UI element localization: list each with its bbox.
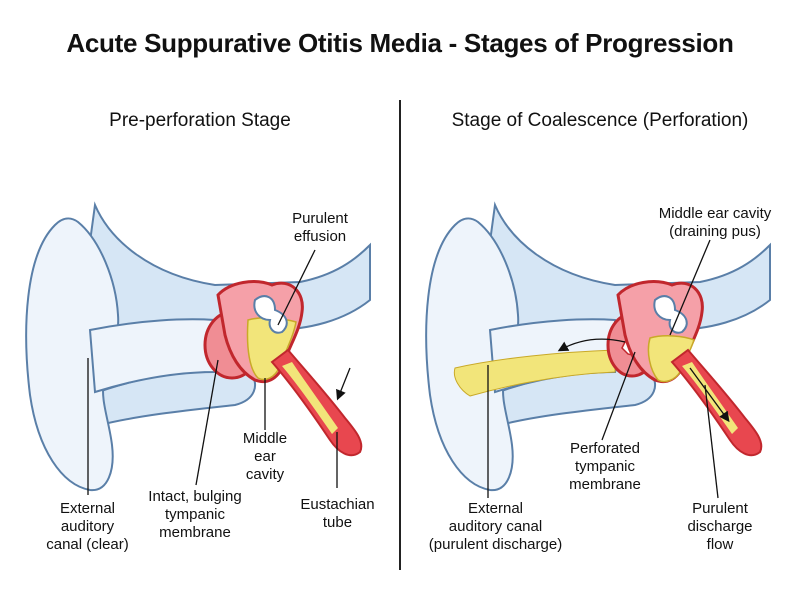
leader-discharge-flow — [704, 384, 719, 499]
label-tympanic-membrane: Intact, bulging tympanic membrane — [148, 488, 242, 541]
label-right-middle-ear-cavity: Middle ear cavity (draining pus) — [658, 205, 772, 240]
label-left-middle-ear-cavity: Middle ear cavity — [242, 430, 288, 483]
right-pinna — [425, 217, 520, 492]
leader-lines — [87, 239, 730, 499]
right-ear-diagram — [425, 201, 771, 492]
right-ossicles — [653, 295, 688, 334]
left-panel-title: Pre-perforation Stage — [109, 110, 291, 131]
right-panel-title: Stage of Coalescence (Perforation) — [451, 110, 749, 131]
label-purulent-effusion: Purulent effusion — [292, 210, 348, 245]
label-left-external-canal: External auditory canal (clear) — [46, 500, 129, 553]
arrow-discharge-down — [689, 367, 730, 423]
label-discharge-flow: Purulent discharge flow — [687, 500, 753, 553]
leader-purulent-effusion — [277, 249, 316, 326]
panel-divider — [399, 100, 401, 570]
left-ear-diagram — [25, 201, 371, 492]
leader-tympanic-membrane — [195, 359, 219, 486]
page-title: Acute Suppurative Otitis Media - Stages … — [66, 28, 734, 58]
leader-right-middle-ear — [669, 239, 711, 336]
label-eustachian-tube: Eustachian tube — [300, 496, 375, 531]
arrow-discharge-out — [557, 338, 626, 352]
label-perforated-membrane: Perforated tympanic membrane — [569, 440, 641, 493]
left-eustachian-pus — [282, 362, 338, 434]
right-canal-discharge — [453, 349, 616, 397]
left-pinna — [25, 217, 120, 492]
leader-perforated-membrane — [601, 351, 636, 441]
label-right-external-canal: External auditory canal (purulent discha… — [428, 500, 563, 553]
arrow-eustachian-flow — [336, 367, 351, 401]
